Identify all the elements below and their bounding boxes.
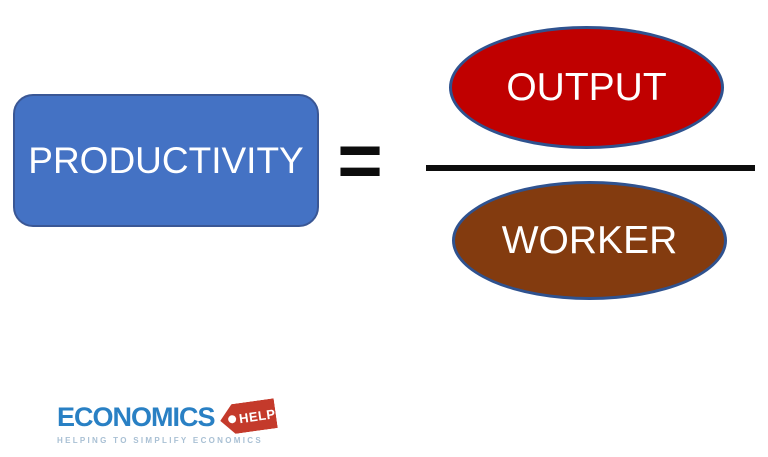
logo-row: ECONOMICS HELP: [57, 403, 276, 433]
output-label: OUTPUT: [506, 65, 667, 109]
equals-symbol: =: [337, 116, 383, 204]
logo-brand-text: ECONOMICS: [57, 402, 216, 432]
worker-label: WORKER: [501, 218, 678, 262]
equals-sign: =: [325, 110, 395, 210]
productivity-label: PRODUCTIVITY: [28, 139, 304, 181]
worker-ellipse: WORKER: [452, 181, 727, 300]
fraction-bar: [426, 165, 755, 171]
tag-label-text: HELP: [237, 405, 276, 426]
logo-tagline: HELPING TO SIMPLIFY ECONOMICS: [57, 435, 263, 445]
economicshelp-logo: ECONOMICS HELP HELPING TO SIMPLIFY ECONO…: [57, 403, 276, 445]
output-ellipse: OUTPUT: [449, 26, 724, 149]
price-tag-icon: HELP: [218, 398, 278, 436]
tag-hole-icon: [227, 415, 236, 424]
productivity-box: PRODUCTIVITY: [13, 94, 319, 227]
